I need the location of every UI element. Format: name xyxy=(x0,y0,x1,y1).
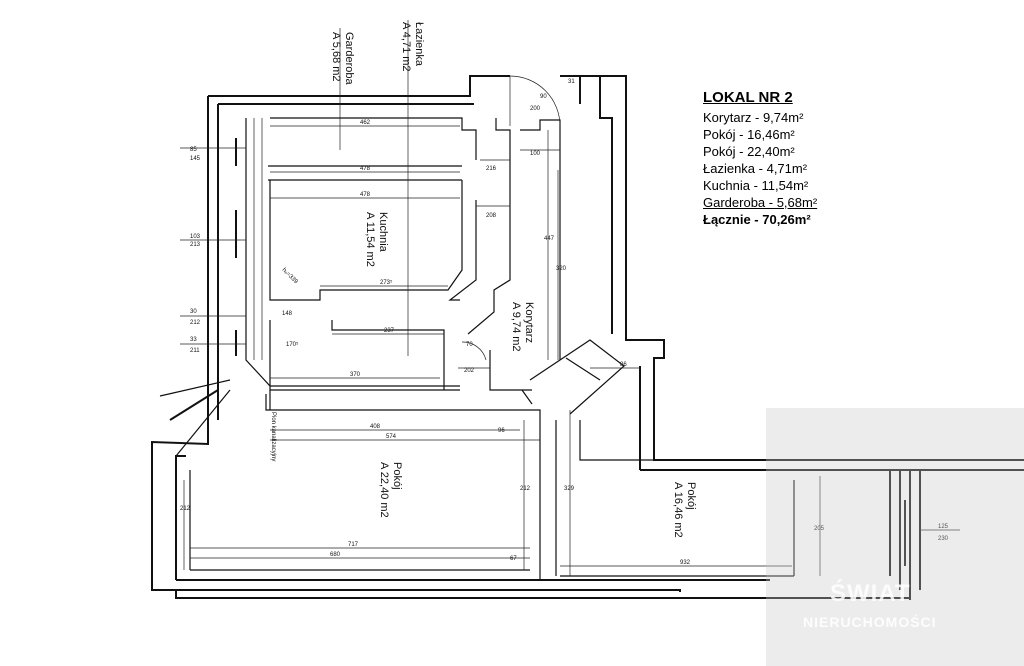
dim-100: 100 xyxy=(530,151,541,157)
dim-211: 211 xyxy=(190,348,200,354)
room-area: A 16,46 m2 xyxy=(672,482,684,538)
dim-67: 67 xyxy=(510,556,517,562)
dim-478a: 478 xyxy=(360,166,371,172)
room-garderoba: Garderoba A 5,68 m2 xyxy=(330,32,355,85)
legend-item: Korytarz - 9,74m² xyxy=(703,110,804,125)
dim-237: 237 xyxy=(384,328,395,334)
doors xyxy=(461,75,581,361)
dim-208: 208 xyxy=(486,213,497,219)
dim-212c: 212 xyxy=(190,320,201,326)
dim-103: 103 xyxy=(190,234,201,240)
dim-717: 717 xyxy=(348,542,359,548)
dim-30: 30 xyxy=(190,309,197,315)
legend-item: Łazienka - 4,71m² xyxy=(703,161,808,176)
dim-31: 31 xyxy=(568,79,575,85)
dim-273: 273⁵ xyxy=(380,279,393,286)
watermark-logo-text: ŚWIAT xyxy=(830,580,911,607)
dim-86: 86 xyxy=(620,362,627,368)
dim-462: 462 xyxy=(360,120,371,126)
room-area: A 11,54 m2 xyxy=(364,212,376,267)
room-area: A 4,71 m2 xyxy=(400,22,412,72)
pion-label: Pion kanalizacyjny xyxy=(270,412,276,461)
dim-70: 70 xyxy=(466,342,473,348)
dim-447: 447 xyxy=(544,236,555,242)
dim-329: 329 xyxy=(564,486,575,492)
dim-212a: 212 xyxy=(180,506,191,512)
room-korytarz: Korytarz A 9,74 m2 xyxy=(510,302,535,352)
room-area: A 9,74 m2 xyxy=(510,302,522,352)
legend-title: LOKAL NR 2 xyxy=(703,89,793,106)
room-name: Kuchnia xyxy=(377,212,389,253)
legend-item: Kuchnia - 11,54m² xyxy=(703,178,809,193)
dim-125: 125 xyxy=(938,524,949,530)
dim-932: 932 xyxy=(680,560,691,566)
dim-370: 370 xyxy=(350,372,361,378)
dim-478b: 478 xyxy=(360,192,371,198)
dim-148: 148 xyxy=(282,311,293,317)
dim-170: 170⁵ xyxy=(286,341,299,348)
room-name: Pokój xyxy=(391,462,403,490)
dim-408: 408 xyxy=(370,424,381,430)
dim-216: 216 xyxy=(486,166,497,172)
watermark-subtitle: NIERUCHOMOŚCI xyxy=(803,614,937,630)
room-name: Korytarz xyxy=(523,302,535,343)
dimension-labels: 462 478 478 273⁵ 148 237 170⁵ 370 408 57… xyxy=(180,79,949,566)
dim-680: 680 xyxy=(330,552,341,558)
dim-202: 202 xyxy=(464,368,475,374)
legend-item: Pokój - 16,46m² xyxy=(703,127,795,142)
dim-574: 574 xyxy=(386,434,397,440)
dim-90: 90 xyxy=(540,94,547,100)
dim-320: 320 xyxy=(556,266,567,272)
windows xyxy=(169,138,906,566)
watermark-box xyxy=(766,408,1024,666)
legend-item: Garderoba - 5,68m² xyxy=(703,195,818,210)
dim-96: 96 xyxy=(498,428,505,434)
dim-200: 200 xyxy=(530,106,541,112)
dim-212b: 212 xyxy=(520,486,531,492)
room-kuchnia: Kuchnia A 11,54 m2 xyxy=(364,212,389,267)
dim-145: 145 xyxy=(190,156,201,162)
room-area: A 5,68 m2 xyxy=(330,32,342,82)
dim-33: 33 xyxy=(190,337,197,343)
room-name: Łazienka xyxy=(413,22,425,67)
room-pokoj-22: Pokój A 22,40 m2 xyxy=(378,462,403,518)
room-name: Pokój xyxy=(685,482,697,510)
dimension-lines xyxy=(180,20,960,576)
legend-total: Łącznie - 70,26m² xyxy=(703,212,811,227)
dim-85: 85 xyxy=(190,147,197,153)
dim-213: 213 xyxy=(190,242,201,248)
room-name: Garderoba xyxy=(343,32,355,85)
room-lazienka: Łazienka A 4,71 m2 xyxy=(400,22,425,72)
inner-walls xyxy=(159,117,795,580)
room-area: A 22,40 m2 xyxy=(378,462,390,518)
dim-230: 230 xyxy=(938,536,949,542)
height-label: hₚ=339 xyxy=(281,267,299,285)
dim-205: 205 xyxy=(814,526,825,532)
room-pokoj-16: Pokój A 16,46 m2 xyxy=(672,482,697,538)
legend-item: Pokój - 22,40m² xyxy=(703,144,795,159)
legend: LOKAL NR 2 Korytarz - 9,74m² Pokój - 16,… xyxy=(703,89,853,228)
annotations: Pion kanalizacyjny hₚ=339 xyxy=(270,267,299,461)
room-labels: Garderoba A 5,68 m2 Łazienka A 4,71 m2 K… xyxy=(330,22,697,538)
